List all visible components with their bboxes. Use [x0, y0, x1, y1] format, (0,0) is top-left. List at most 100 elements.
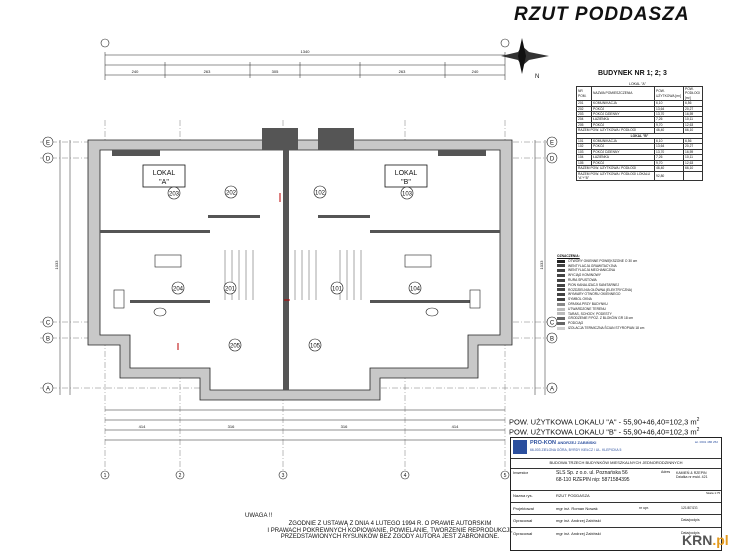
cell: 66,10 — [683, 127, 703, 134]
drawing-name: RZUT PODDASZA — [556, 493, 590, 498]
axis-left-c: C — [46, 321, 51, 327]
legend-title: OZNACZENIA: — [557, 254, 580, 258]
watermark-text: KRN — [682, 532, 713, 548]
legend: OZNACZENIA: OTWÓRY OKIENNE POWIĘKSZONE O… — [557, 254, 707, 331]
legend-label: PODCIĄG — [568, 321, 584, 326]
room-203: 203 — [169, 192, 180, 198]
legend-item: RURA SPUSTOWA — [557, 278, 707, 283]
usable-area-b: POW. UŻYTKOWA LOKALU "B" - 55,90+46,40=1… — [509, 427, 699, 437]
legend-swatch — [557, 283, 565, 287]
legend-swatch — [557, 326, 565, 330]
investor-section: Inwestor SLS Sp. z o.o. ul. Poznańska 56… — [511, 468, 721, 491]
legend-label: GRODZENIE P.POŻ. Z BLOKÓW GR 18 cm — [568, 316, 633, 321]
company-logo — [513, 440, 527, 454]
sheet-scale: Skala 1:75 — [706, 491, 721, 495]
axis-right-a: A — [550, 387, 554, 393]
legend-label: OTWÓRY OKIENNE POWIĘKSZONE O 30 cm — [568, 258, 638, 263]
legend-item: IZOLACJA TERMICZNA ŚCIAN STYROPIAN 18 cm — [557, 326, 707, 331]
copyright-note: ZGODNIE Z USTAWĄ Z DNIA 4 LUTEGO 1994 R.… — [240, 521, 540, 541]
project-name: BUDOWA TRZECH BUDYNKÓW MIESZKALNYCH JEDN… — [511, 458, 721, 469]
usable-area-a: POW. UŻYTKOWA LOKALU "A" - 55,90+46,40=1… — [509, 417, 699, 427]
firm-brand: PRO-KON ANDRZEJ ZABIŃSKI — [530, 440, 596, 446]
legend-swatch — [557, 288, 565, 292]
legend-swatch — [557, 259, 565, 263]
usable-area-a-text: POW. UŻYTKOWA LOKALU "A" - 55,90+46,40=1… — [509, 417, 697, 427]
legend-item: UTWARDZONE TERENU — [557, 307, 707, 312]
lokal-b-tag: LOKAL "B" — [576, 132, 703, 140]
legend-item: WENTYLACJA MECHANICZNA — [557, 268, 707, 273]
address-label: Adres — [661, 470, 671, 474]
cell: 20,27 — [683, 143, 703, 150]
cell: 92,80 — [654, 170, 684, 182]
area-table-a: NR POM. NAZWA POMIESZCZENIA POW. UŻYTKOW… — [576, 85, 703, 182]
cell: 16,59 — [683, 110, 703, 118]
axis-left-d: D — [46, 157, 51, 163]
col-header: NR POM. — [576, 85, 592, 102]
dim-top-1: 240 — [132, 69, 139, 74]
investor-label: Inwestor — [513, 470, 529, 475]
title-block-header: PRO-KON ANDRZEJ ZABIŃSKI 66-003 ZIELONA … — [511, 438, 721, 459]
dim-total: 1340 — [301, 49, 311, 54]
firm-contact: tel. 0601 486 252 — [694, 440, 718, 444]
legend-swatch — [557, 322, 565, 326]
sign-label: Data/podpis — [681, 530, 700, 535]
legend-item: OPASKA PRZY BUDYNKU — [557, 302, 707, 307]
legend-swatch — [557, 269, 565, 273]
dim-bottom-4: 414 — [452, 424, 459, 429]
legend-label: WYCIĄG KOMINOWY — [568, 273, 601, 278]
checker2-row: Opracował mgr inż. Andrzej Zabiński Data… — [511, 528, 721, 540]
area-table: NR POM. NAZWA POMIESZCZENIA POW. UŻYTKOW… — [576, 85, 703, 182]
axis-left-a: A — [46, 387, 50, 393]
legend-label: ROZDZIELNIA GŁÓWNA (ELEKTRYCZNA) — [568, 287, 633, 292]
title-block-rows: Nazwa rys. RZUT PODDASZA Skala 1:75 Proj… — [511, 490, 721, 539]
warning-title: UWAGA !! — [245, 513, 273, 519]
dim-top-5: 240 — [472, 69, 479, 74]
cell: 12,63 — [683, 121, 703, 129]
legend-swatch — [557, 302, 565, 306]
unit-superscript: 2 — [696, 427, 700, 433]
room-102: 102 — [315, 191, 326, 197]
drawing-title: RZUT PODDASZA — [514, 4, 690, 25]
title-block: PRO-KON ANDRZEJ ZABIŃSKI 66-003 ZIELONA … — [510, 437, 722, 551]
dim-bottom-3: 316 — [341, 424, 348, 429]
cell: 10,11 — [683, 116, 703, 123]
note-line: ZGODNIE Z USTAWĄ Z DNIA 4 LUTEGO 1994 R.… — [288, 521, 492, 527]
designer-name: mgr inż. Roman Nowak — [556, 505, 598, 511]
side-dim-left: 1033 — [54, 260, 59, 270]
legend-item: WYMIARY OTWORU OKIENNEGO — [557, 292, 707, 297]
side-dim-right: 1033 — [539, 260, 544, 270]
legend-label: RURA SPUSTOWA — [568, 277, 597, 282]
room-202: 202 — [226, 191, 237, 197]
axis-bottom-5: 5 — [504, 473, 507, 479]
legend-swatch — [557, 312, 565, 316]
note-line: PRZEDSTAWIONYCH RYSUNKÓW BEZ ZGODY AUTOR… — [280, 534, 500, 540]
building-header: BUDYNEK NR 1; 2; 3 — [598, 70, 667, 77]
room-205: 205 — [230, 344, 241, 350]
designer-num-label: nr upr. — [639, 505, 649, 510]
room-101: 101 — [332, 287, 343, 293]
designer-row: Projektował mgr inż. Roman Nowak nr upr.… — [511, 503, 721, 515]
legend-label: PION KANALIZACJI SANITARNEJ — [568, 282, 620, 287]
address-value: KAMIEŃ & RZEPIN Działka nr ewid. 421 — [676, 471, 708, 479]
plan-lokal-b-label: LOKAL — [395, 170, 418, 177]
axis-left-e: E — [46, 141, 50, 147]
axis-bottom-1: 1 — [104, 473, 107, 479]
drawing-label: Nazwa rys. — [513, 493, 533, 498]
legend-label: TARAS, SCHODY, PODESTY — [568, 311, 612, 316]
axis-bottom-3: 3 — [282, 473, 285, 479]
cell: 66,10 — [683, 165, 703, 172]
cell: 16,59 — [683, 148, 703, 156]
dim-top-4: 263 — [399, 69, 406, 74]
room-104: 104 — [410, 287, 421, 293]
legend-swatch — [557, 317, 565, 321]
room-204: 204 — [173, 287, 184, 293]
svg-text:N: N — [535, 74, 539, 80]
axis-right-c: C — [550, 321, 555, 327]
firm-name: PRO-KON — [530, 440, 556, 446]
dim-top-3: 305 — [272, 69, 279, 74]
legend-label: WENTYLACJA GRAWITACYJNA — [568, 263, 617, 268]
legend-item: GRODZENIE P.POŻ. Z BLOKÓW GR 18 cm — [557, 316, 707, 321]
checker1-row: Opracował mgr inż. Andrzej Zabiński Data… — [511, 515, 721, 528]
axis-right-d: D — [550, 157, 555, 163]
